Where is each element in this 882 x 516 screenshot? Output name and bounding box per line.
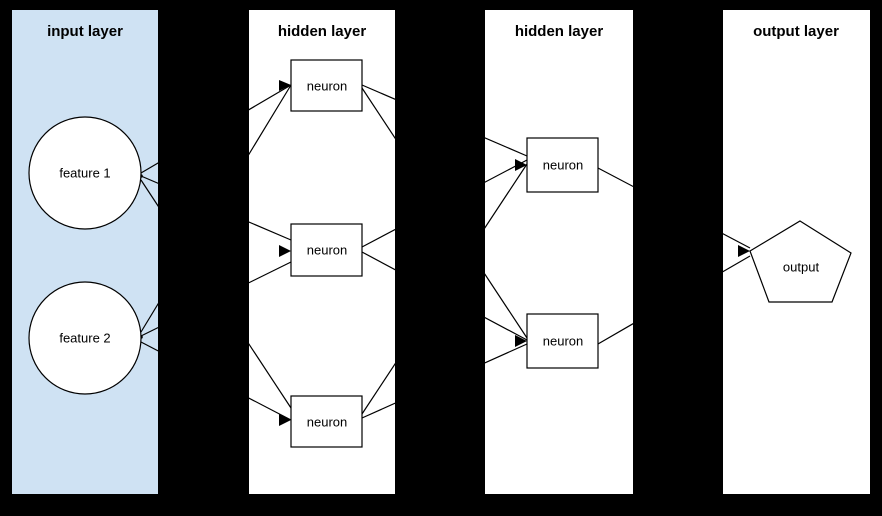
nodes: feature 1 feature 2 neuron neuron neuron bbox=[28, 59, 852, 448]
output-label: output bbox=[783, 259, 820, 274]
arrowhead-icon bbox=[515, 335, 527, 347]
node-output[interactable]: output bbox=[749, 220, 852, 303]
output-pentagon[interactable] bbox=[749, 220, 852, 303]
hidden1-neuron-1-box[interactable] bbox=[290, 59, 363, 112]
panel-input-layer[interactable] bbox=[12, 10, 158, 494]
node-hidden1-neuron-2[interactable]: neuron bbox=[290, 223, 363, 277]
gutter-hidden2-output bbox=[633, 0, 723, 516]
hidden2-neuron-2-box[interactable] bbox=[526, 313, 599, 369]
gutter-bottom bbox=[0, 494, 882, 516]
hidden-layer-2-title: hidden layer bbox=[515, 23, 604, 40]
gutter-hidden1-hidden2 bbox=[395, 0, 485, 516]
gutter-left bbox=[0, 0, 12, 516]
hidden1-neuron-3-box[interactable] bbox=[290, 395, 363, 448]
hidden1-neuron-2-label: neuron bbox=[307, 242, 347, 257]
feature-2-circle[interactable] bbox=[28, 281, 142, 395]
panel-hidden-layer-2[interactable] bbox=[485, 10, 633, 494]
node-hidden2-neuron-1[interactable]: neuron bbox=[526, 137, 599, 193]
hidden-layer-1-title: hidden layer bbox=[278, 23, 367, 40]
arrowhead-icon bbox=[738, 245, 750, 257]
output-layer-title: output layer bbox=[753, 23, 839, 40]
gutter-input-hidden1 bbox=[158, 0, 249, 516]
feature-1-circle[interactable] bbox=[28, 116, 142, 230]
node-feature-1[interactable]: feature 1 bbox=[28, 116, 142, 230]
hidden2-neuron-1-label: neuron bbox=[543, 157, 583, 172]
feature-1-label: feature 1 bbox=[59, 165, 110, 180]
hidden2-neuron-2-label: neuron bbox=[543, 333, 583, 348]
node-feature-2[interactable]: feature 2 bbox=[28, 281, 142, 395]
node-hidden1-neuron-3[interactable]: neuron bbox=[290, 395, 363, 448]
arrowhead-icon bbox=[279, 80, 291, 91]
hidden1-neuron-1-label: neuron bbox=[307, 78, 347, 93]
hidden2-neuron-1-box[interactable] bbox=[526, 137, 599, 193]
feature-2-label: feature 2 bbox=[59, 330, 110, 345]
arrowhead-icon bbox=[515, 159, 527, 171]
gutter-top bbox=[0, 0, 882, 10]
layer-titles: input layer hidden layer hidden layer ou… bbox=[47, 23, 839, 40]
input-layer-title: input layer bbox=[47, 23, 123, 40]
arrowhead-icon bbox=[279, 414, 291, 426]
gutter-right bbox=[870, 0, 882, 516]
hidden1-neuron-2-box[interactable] bbox=[290, 223, 363, 277]
node-hidden2-neuron-2[interactable]: neuron bbox=[526, 313, 599, 369]
hidden1-neuron-3-label: neuron bbox=[307, 414, 347, 429]
node-hidden1-neuron-1[interactable]: neuron bbox=[290, 59, 363, 112]
arrowhead-icon bbox=[279, 245, 291, 257]
